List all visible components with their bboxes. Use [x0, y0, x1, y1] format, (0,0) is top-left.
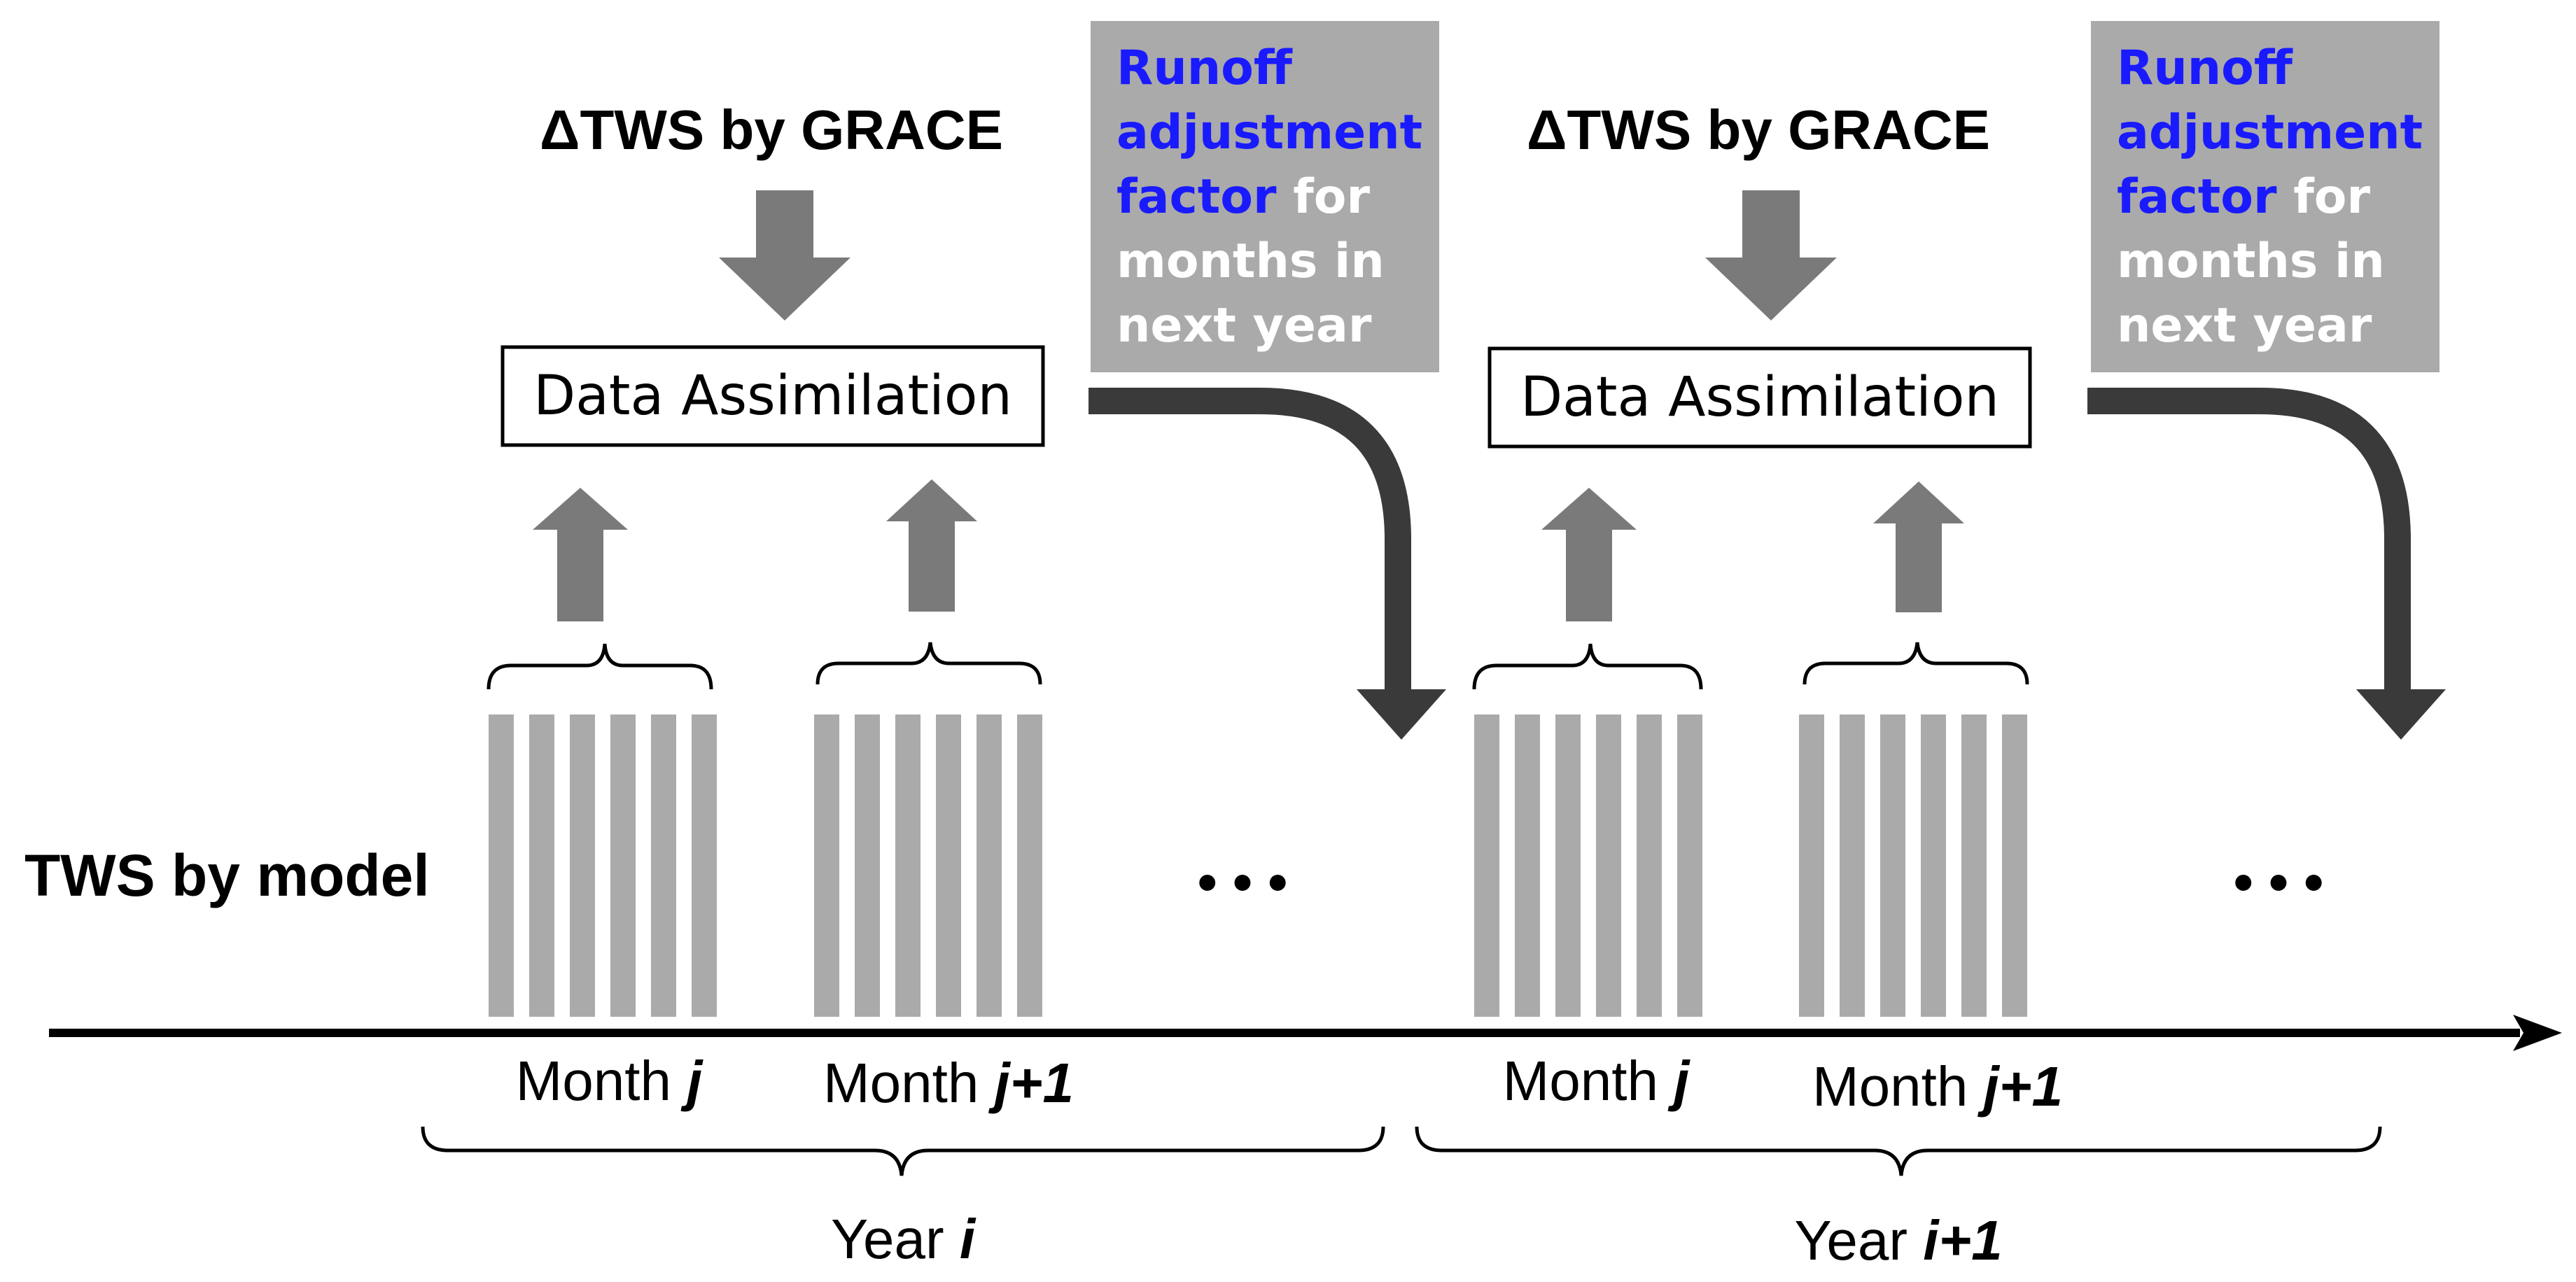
- month-group-j-plus-1: Month j+1: [1799, 481, 2063, 1118]
- month-up-arrow: [1541, 488, 1637, 621]
- info-line-4: months in: [1116, 234, 1385, 289]
- month-bar: [1880, 714, 1905, 1017]
- info-line-3b: for: [1277, 169, 1371, 225]
- info-line-5: next year: [2117, 298, 2372, 353]
- month-group-j: Month j: [486, 488, 717, 1112]
- runoff-factor-text: Runoff adjustment factor for months in n…: [2117, 41, 2440, 353]
- month-bar: [1515, 714, 1540, 1017]
- month-bar: [1799, 714, 1824, 1017]
- month-bar: [814, 714, 839, 1017]
- info-line-2: adjustment: [1116, 105, 1422, 160]
- month-bar: [692, 714, 717, 1017]
- year-label-index: i+1: [1923, 1209, 2002, 1272]
- year-brace: [421, 1126, 1385, 1176]
- data-assimilation-label: Data Assimilation: [1520, 366, 1999, 429]
- month-bar: [2002, 714, 2027, 1017]
- year-brace: [1415, 1126, 2382, 1176]
- month-bar: [1840, 714, 1865, 1017]
- grace-label-text: TWS by GRACE: [580, 99, 1003, 161]
- year-label-prefix: Year: [1794, 1209, 1923, 1272]
- year-label: Year i: [831, 1208, 976, 1270]
- month-label-prefix: Month: [516, 1050, 687, 1112]
- month-bar: [976, 714, 1002, 1017]
- runoff-factor-box: [2091, 21, 2440, 372]
- feedback-arrowhead: [2356, 689, 2446, 740]
- month-label-prefix: Month: [823, 1052, 995, 1114]
- model-label: TWS by model: [24, 843, 430, 908]
- time-axis: [49, 1015, 2562, 1051]
- data-assimilation-box: [1488, 346, 2032, 449]
- info-line-3a: factor: [2117, 169, 2277, 225]
- info-line-2: adjustment: [2117, 105, 2423, 160]
- month-label-prefix: Month: [1812, 1055, 1984, 1118]
- month-brace: [1472, 643, 1703, 690]
- year-label: Year i+1: [1794, 1209, 2002, 1272]
- month-bar: [895, 714, 920, 1017]
- month-group-j: Month j: [1472, 488, 1703, 1112]
- delta-symbol: Δ: [1527, 99, 1567, 161]
- grace-down-arrow: [1705, 190, 1837, 320]
- month-up-arrow: [533, 488, 628, 621]
- delta-symbol: Δ: [540, 99, 580, 161]
- grace-label-text: TWS by GRACE: [1567, 99, 1990, 161]
- month-bar: [936, 714, 961, 1017]
- month-bar: [855, 714, 880, 1017]
- info-line-5: next year: [1116, 298, 1372, 353]
- year-label-prefix: Year: [831, 1208, 960, 1270]
- info-line-3b: for: [2277, 169, 2371, 225]
- month-group-j-plus-1: Month j+1: [814, 479, 1074, 1114]
- month-bar: [1596, 714, 1621, 1017]
- month-bar: [1474, 714, 1499, 1017]
- month-bar: [570, 714, 595, 1017]
- runoff-factor-box: [1091, 21, 1439, 372]
- month-label: Month j: [1503, 1050, 1691, 1112]
- month-bar: [610, 714, 636, 1017]
- data-assimilation-label: Data Assimilation: [533, 365, 1012, 428]
- grace-down-arrow: [719, 190, 850, 320]
- grace-label: ΔTWS by GRACE: [1527, 99, 1990, 161]
- month-brace: [1802, 642, 2029, 685]
- runoff-factor-text: Runoff adjustment factor for months in n…: [1116, 41, 1439, 353]
- month-bar: [1921, 714, 1946, 1017]
- month-label: Month j+1: [1812, 1055, 2063, 1118]
- time-axis-arrowhead: [2513, 1015, 2562, 1051]
- info-line-1: Runoff: [2117, 41, 2293, 96]
- info-line-4: months in: [2117, 234, 2385, 289]
- month-brace: [486, 643, 713, 690]
- ellipsis: • • •: [1198, 851, 1287, 913]
- info-line-1: Runoff: [1116, 41, 1293, 96]
- feedback-arrowhead: [1357, 689, 1446, 740]
- month-label-index: j+1: [988, 1052, 1074, 1114]
- year-group-1: ΔTWS by GRACE Data Assimilation Runoff a…: [421, 21, 1446, 1270]
- year-group-2: ΔTWS by GRACE Data Assimilation Runoff a…: [1415, 21, 2446, 1272]
- grace-label: ΔTWS by GRACE: [540, 99, 1003, 161]
- month-label: Month j: [516, 1050, 704, 1112]
- month-bar: [1017, 714, 1042, 1017]
- feedback-curve-arrow: [2087, 388, 2411, 689]
- month-label-index: j+1: [1977, 1055, 2063, 1118]
- ellipsis: • • •: [2234, 851, 2323, 913]
- month-bar: [1677, 714, 1702, 1017]
- month-bar: [651, 714, 676, 1017]
- month-bar: [1637, 714, 1662, 1017]
- year-label-index: i: [960, 1208, 976, 1270]
- month-bar: [529, 714, 554, 1017]
- month-up-arrow: [1873, 481, 1964, 612]
- month-label-prefix: Month: [1503, 1050, 1674, 1112]
- feedback-curve-arrow: [1088, 388, 1411, 689]
- month-bar: [1961, 714, 1987, 1017]
- month-label: Month j+1: [823, 1052, 1074, 1114]
- month-bar: [489, 714, 514, 1017]
- data-assimilation-box: [500, 345, 1045, 447]
- month-brace: [816, 642, 1042, 685]
- info-line-3a: factor: [1116, 169, 1277, 225]
- month-up-arrow: [886, 479, 977, 612]
- month-bar: [1555, 714, 1581, 1017]
